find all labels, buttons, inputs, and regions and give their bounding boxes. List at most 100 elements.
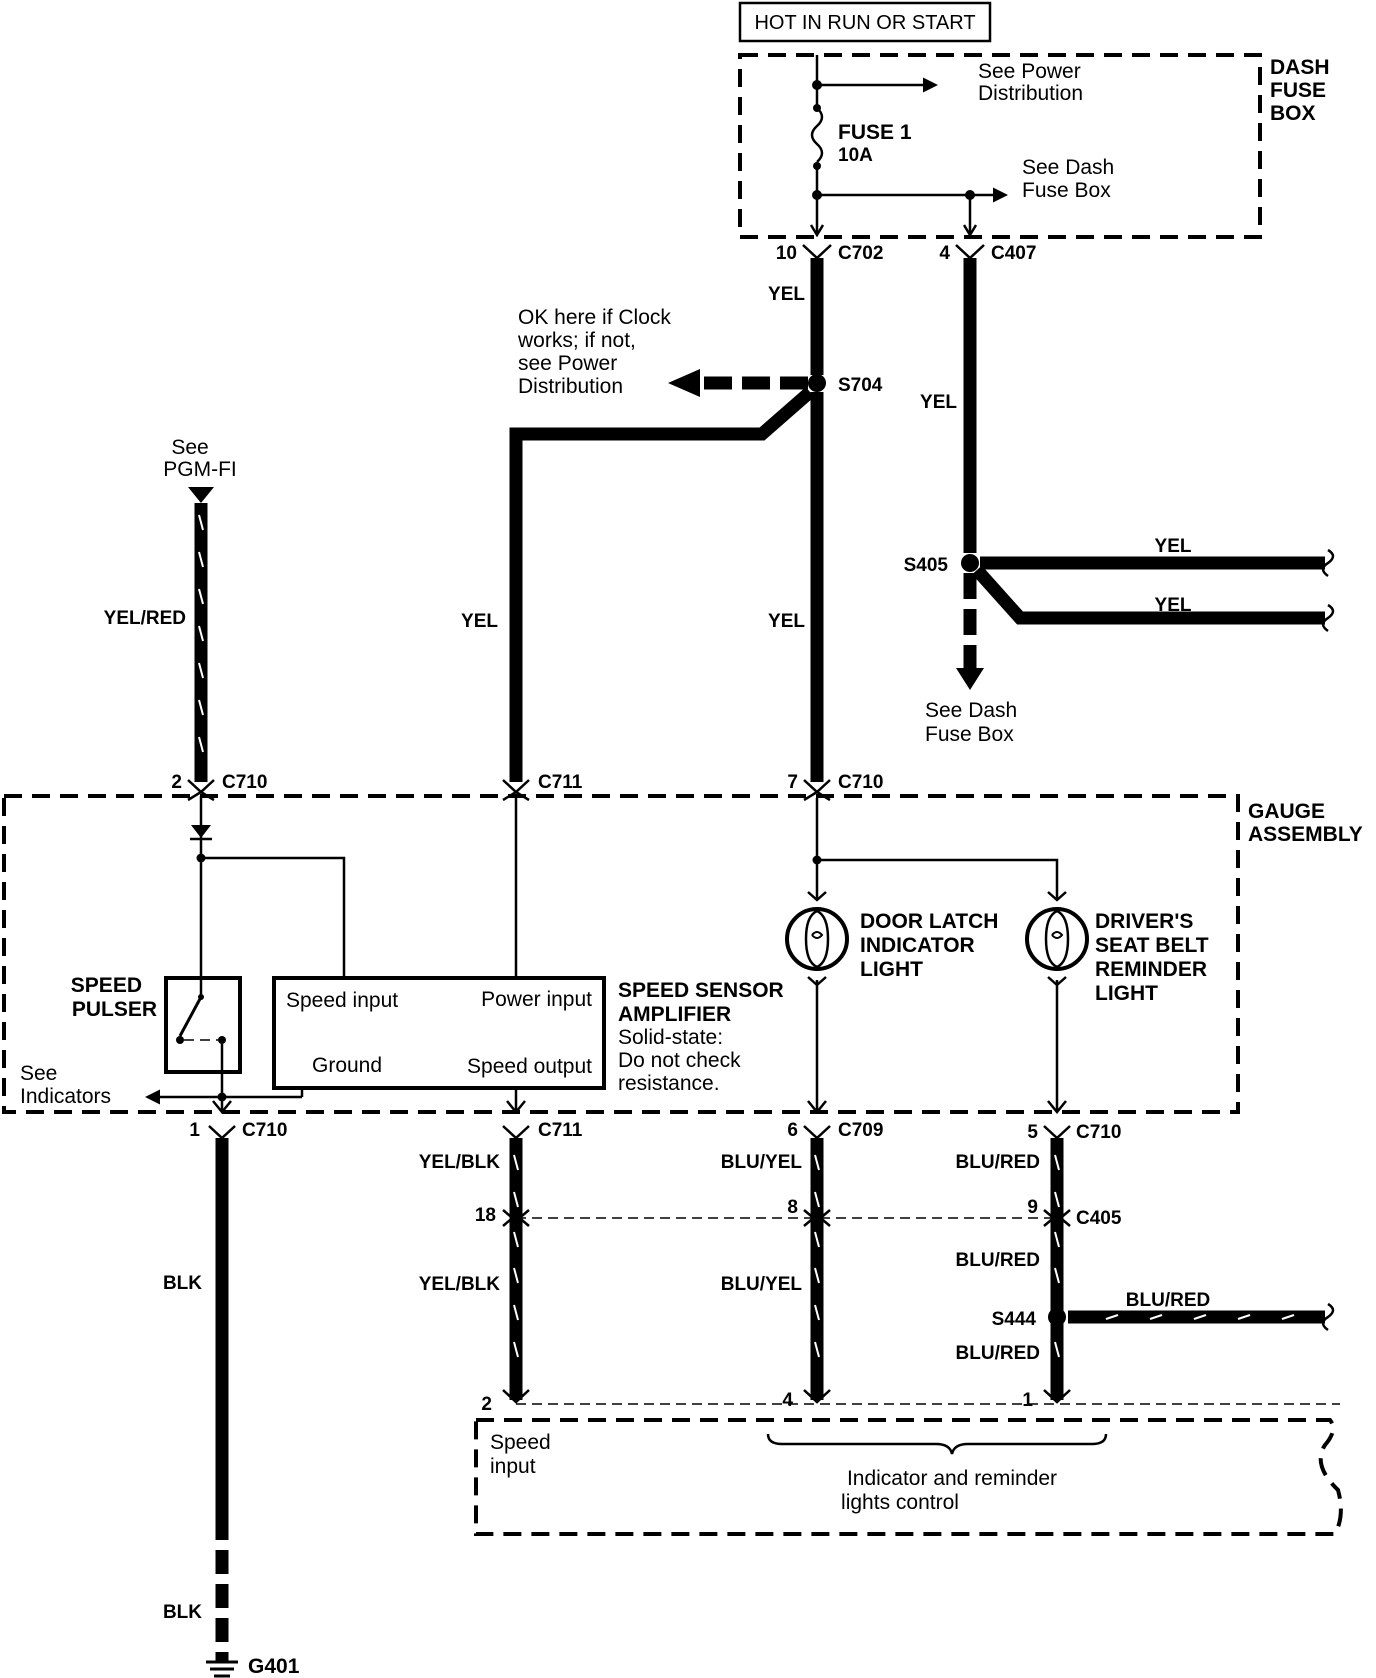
amp-title-2: AMPLIFIER [618,1003,731,1026]
see-power-dist-1: See Power [978,60,1081,83]
c709-label: C709 [838,1120,883,1141]
clock-note-2: works; if not, [517,329,636,352]
c405-pin-c: 9 [1027,1197,1038,1218]
c710-top-mid-label: C710 [838,772,883,793]
see-indicators-1: See [20,1062,57,1085]
blu-red-label-4: BLU/RED [1126,1290,1210,1311]
see-dash-fuse-1: See Dash [1022,156,1114,179]
door-latch-bulb-icon [785,907,849,971]
dash-fuse-box-title-3: BOX [1270,102,1316,125]
c405-pin-b: 8 [787,1197,798,1218]
s405-splice [961,554,979,572]
blu-red-label-2: BLU/RED [956,1250,1040,1271]
c405-label: C405 [1076,1208,1122,1229]
c405-pin-a: 18 [475,1205,496,1226]
pcm-pin-c: 1 [1022,1390,1033,1411]
yel-blk-stripes [513,1154,519,1358]
blu-red-right-stripes [1105,1314,1295,1320]
yel-label-2: YEL [768,611,805,632]
wire-break-icon [1321,548,1335,578]
pcm-pin-a: 2 [481,1394,492,1415]
pcm-pin-b: 4 [782,1390,793,1411]
fuse-icon [810,107,824,163]
clock-note-3: see Power [518,352,617,375]
see-pgm-fi-2: PGM-FI [163,458,237,481]
yel-blk-label-1: YEL/BLK [419,1152,501,1173]
speed-pulser-label-2: PULSER [72,998,157,1021]
speed-sensor-amplifier-box [272,976,606,1090]
c709-connector [803,1125,831,1140]
ground-icon [206,1660,238,1678]
speed-pulser-box [164,976,242,1074]
yel-label-6: YEL [1155,595,1192,616]
s444-label: S444 [992,1309,1037,1330]
lights-control-label-2: lights control [841,1491,959,1514]
dash-fuse-box-title-1: DASH [1270,56,1330,79]
yel-blk-label-2: YEL/BLK [419,1274,501,1295]
c711-top-label: C711 [538,772,583,793]
c405-connector [502,1209,1071,1227]
c407-label: C407 [991,243,1036,264]
see-dash-fuse-bottom-1: See Dash [925,699,1017,722]
dash-fuse-box-title-2: FUSE [1270,79,1326,102]
yel-red-label: YEL/RED [104,608,186,629]
blu-yel-stripes [814,1154,820,1358]
yel-label-4: YEL [920,392,957,413]
blu-red-label-1: BLU/RED [956,1152,1040,1173]
see-indicators-2: Indicators [20,1085,111,1108]
wire-break-icon [1321,1302,1335,1332]
g401-label: G401 [248,1655,300,1678]
c702-label: C702 [838,243,883,264]
door-latch-label-1: DOOR LATCH [860,910,998,933]
see-power-dist-2: Distribution [978,82,1083,105]
fuse-rating: 10A [838,145,873,166]
amp-title-1: SPEED SENSOR [618,979,784,1002]
pgm-fi-arrow [188,487,214,503]
lights-control-label-1: Indicator and reminder [847,1467,1057,1490]
c407-pin: 4 [939,243,950,264]
gauge-assembly-title-1: GAUGE [1248,800,1325,823]
yel-label-5: YEL [1155,536,1192,557]
yel-wire-s405-right-2 [972,565,1325,625]
blu-red-label-3: BLU/RED [956,1343,1040,1364]
s444-splice [1048,1308,1066,1326]
pulser-switch-icon [178,996,203,1037]
c702-connector [802,244,832,260]
s704-label: S704 [838,375,883,396]
speed-input-label-1: Speed [490,1431,551,1454]
see-pgm-fi-1: See [171,436,208,459]
seat-belt-bulb-icon [1025,907,1089,971]
gauge-assembly-outline [2,794,1240,1114]
clock-arrow [668,369,700,397]
hot-in-run-label: HOT IN RUN OR START [738,1,992,43]
c710-top-left-pin: 2 [171,772,182,793]
c711-bottom-label: C711 [538,1120,583,1141]
s405-label: S405 [904,555,949,576]
amp-note-3: resistance. [618,1072,720,1095]
amp-speed-output: Speed output [467,1055,592,1078]
s405-down-arrow [956,668,984,690]
amp-note-2: Do not check [618,1049,741,1072]
yel-red-stripes [198,514,204,753]
c710-bottom-right-label: C710 [1076,1122,1121,1143]
c711-bottom-connector [502,1125,530,1140]
blu-yel-label-2: BLU/YEL [721,1274,803,1295]
blu-yel-label-1: BLU/YEL [721,1152,803,1173]
speed-pulser-label-1: SPEED [71,974,142,997]
c710-bottom-right-connector [1043,1125,1071,1140]
seat-belt-label-4: LIGHT [1095,982,1158,1005]
gauge-assembly-title-2: ASSEMBLY [1248,823,1363,846]
amp-power-input: Power input [481,988,592,1011]
fuse-name: FUSE 1 [838,121,912,144]
amp-note-1: Solid-state: [618,1026,723,1049]
clock-note-4: Distribution [518,375,623,398]
blk-label-2: BLK [163,1602,202,1623]
s704-splice [808,374,826,392]
blu-red-stripes [1054,1154,1060,1358]
speed-input-label-2: input [490,1455,536,1478]
c710-bottom-left-pin: 1 [189,1120,200,1141]
hot-in-run-text: HOT IN RUN OR START [754,12,975,34]
blk-label-1: BLK [163,1273,202,1294]
dash-fuse-box-outline [738,53,1262,239]
